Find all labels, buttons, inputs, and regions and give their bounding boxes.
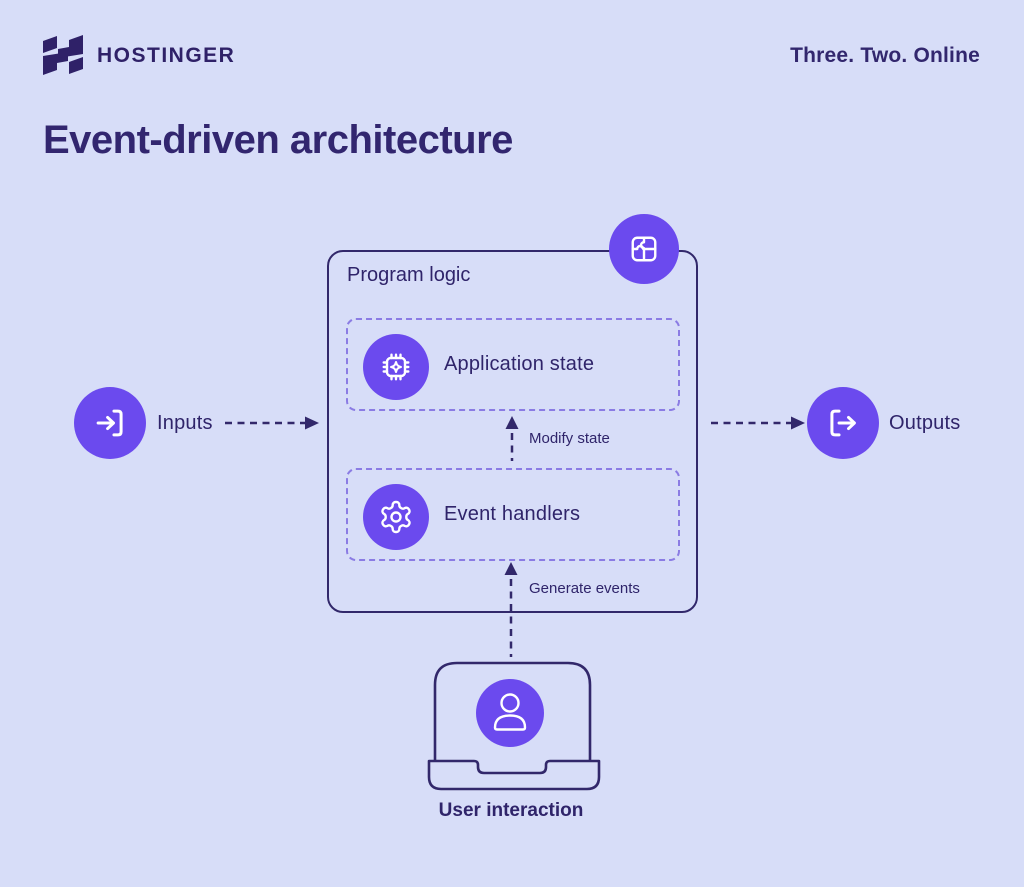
inputs-arrow — [225, 416, 319, 430]
puzzle-icon — [626, 231, 662, 267]
puzzle-badge — [609, 214, 679, 284]
event-handlers-box: Event handlers — [346, 468, 680, 561]
modify-state-arrow — [505, 416, 519, 461]
outputs-circle — [807, 387, 879, 459]
event-handlers-label: Event handlers — [444, 503, 581, 525]
chip-icon — [378, 349, 414, 385]
user-icon — [493, 693, 527, 731]
application-state-label: Application state — [444, 353, 595, 375]
application-state-circle — [363, 334, 429, 400]
program-logic-box: Program logic Applic — [327, 214, 698, 613]
user-interaction-label: User interaction — [438, 800, 584, 821]
inputs-circle — [74, 387, 146, 459]
modify-state-label: Modify state — [529, 430, 610, 447]
login-arrow-icon — [91, 404, 129, 442]
logout-arrow-icon — [824, 404, 862, 442]
inputs-label: Inputs — [157, 411, 213, 434]
outputs-arrow — [711, 416, 805, 430]
brand-name: HOSTINGER — [97, 44, 236, 67]
gear-icon — [378, 499, 414, 535]
laptop-icon — [425, 656, 605, 796]
generate-events-arrow — [504, 562, 518, 657]
generate-events-label: Generate events — [529, 580, 640, 597]
application-state-box: Application state — [346, 318, 680, 411]
program-logic-title: Program logic — [347, 264, 471, 286]
hostinger-logo-icon — [40, 33, 86, 77]
event-handlers-circle — [363, 484, 429, 550]
page-title: Event-driven architecture — [43, 118, 513, 162]
header-tagline: Three. Two. Online — [790, 44, 980, 67]
outputs-label: Outputs — [889, 411, 961, 434]
